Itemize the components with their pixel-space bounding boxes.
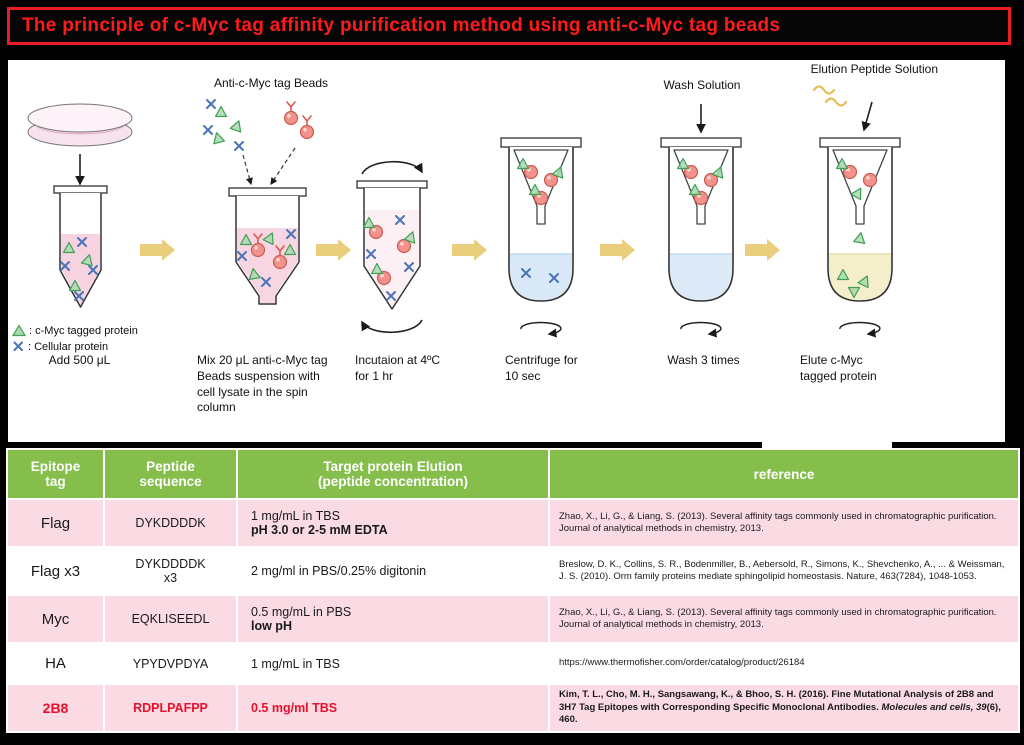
- table-row-flag-x3: Flag x3 DYKDDDDK x3 2 mg/ml in PBS/0.25%…: [6, 546, 1020, 596]
- table-row-myc: Myc EQKLISEEDL 0.5 mg/mL in PBS low pH Z…: [6, 594, 1020, 644]
- elution-tube: [819, 137, 901, 302]
- cell-tag: Flag: [6, 498, 105, 548]
- table-row-flag: Flag DYKDDDDK 1 mg/mL in TBS pH 3.0 or 2…: [6, 498, 1020, 548]
- step-label-add-lysate: Add 500 μL: [48, 353, 111, 367]
- cell-tag: HA: [6, 642, 105, 685]
- cell-elution: 0.5 mg/mL in PBS low pH: [236, 594, 550, 644]
- legend: : c-Myc tagged protein : Cellular protei…: [12, 324, 182, 356]
- cell-tag: Myc: [6, 594, 105, 644]
- legend-tagged-label: : c-Myc tagged protein: [29, 324, 138, 337]
- anti-myc-beads-label: Anti-c-Myc tag Beads: [213, 76, 329, 90]
- cell-peptide: EQKLISEEDL: [103, 594, 238, 644]
- step-arrow-5: [745, 239, 780, 261]
- elution-peptide-label: Elution Peptide Solution: [810, 62, 938, 76]
- column-header-epitope-tag: Epitope tag: [6, 448, 105, 500]
- cell-reference: https://www.thermofisher.com/order/catal…: [548, 642, 1020, 685]
- panel-table-connector: [762, 430, 892, 450]
- table-header-row: Epitope tag Peptide sequence Target prot…: [6, 448, 1020, 500]
- cell-reference: Kim, T. L., Cho, M. H., Sangsawang, K., …: [548, 683, 1020, 733]
- step-label-centrifuge: Centrifuge for 10 sec: [505, 353, 578, 383]
- cell-elution: 1 mg/mL in TBS pH 3.0 or 2-5 mM EDTA: [236, 498, 550, 548]
- workflow-diagram-panel: Anti-c-Myc tag Beads Wash Solution Eluti…: [8, 60, 1005, 442]
- elution-pour-arrow: [861, 101, 873, 132]
- epitope-tag-table: Epitope tag Peptide sequence Target prot…: [6, 448, 1020, 733]
- rotation-arrow-top: [361, 161, 423, 175]
- cell-elution: 0.5 mg/ml TBS: [236, 683, 550, 733]
- column-header-elution: Target protein Elution (peptide concentr…: [236, 448, 550, 500]
- cell-tag: 2B8: [6, 683, 105, 733]
- step-arrow-1: [140, 239, 175, 261]
- epitope-tag-table-wrapper: Epitope tag Peptide sequence Target prot…: [6, 448, 1020, 733]
- elution-squiggles: [812, 85, 848, 107]
- triangle-icon: [12, 324, 26, 337]
- table-row-2b8: 2B8 RDPLPAFPP 0.5 mg/ml TBS Kim, T. L., …: [6, 683, 1020, 733]
- cell-peptide: RDPLPAFPP: [103, 683, 238, 733]
- legend-cellular-label: : Cellular protein: [28, 340, 109, 353]
- cell-peptide: YPYDVPDYA: [103, 642, 238, 685]
- cell-reference: Zhao, X., Li, G., & Liang, S. (2013). Se…: [548, 594, 1020, 644]
- spin-column-tube: [228, 187, 307, 305]
- step-arrow-2: [316, 239, 351, 261]
- step-label-mix-beads: Mix 20 μL anti-c-Myc tag Beads suspensio…: [197, 353, 328, 415]
- incubation-tube: [356, 180, 428, 310]
- column-header-reference: reference: [548, 448, 1020, 500]
- table-row-ha: HA YPYDVPDYA 1 mg/mL in TBS https://www.…: [6, 642, 1020, 685]
- legend-item-tagged-protein: : c-Myc tagged protein: [12, 324, 182, 337]
- step-arrow-3: [452, 239, 487, 261]
- cell-peptide: DYKDDDDK x3: [103, 546, 238, 596]
- cell-peptide: DYKDDDDK: [103, 498, 238, 548]
- spin-arrow-wash: [681, 323, 721, 334]
- cell-elution: 2 mg/ml in PBS/0.25% digitonin: [236, 546, 550, 596]
- page-title: The principle of c-Myc tag affinity puri…: [22, 15, 781, 36]
- legend-item-cellular-protein: : Cellular protein: [12, 340, 182, 353]
- sample-tube: [53, 185, 108, 308]
- workflow-diagram: [27, 85, 901, 442]
- step-label-incubation: Incutaion at 4ºC for 1 hr: [355, 353, 441, 383]
- step-arrow-4: [600, 239, 635, 261]
- cell-reference: Breslow, D. K., Collins, S. R., Bodenmil…: [548, 546, 1020, 596]
- wash-tube: [660, 137, 742, 302]
- cell-tag: Flag x3: [6, 546, 105, 596]
- wash-solution-label: Wash Solution: [663, 78, 741, 92]
- centrifuge-tube: [500, 137, 582, 302]
- spin-arrow-centrifuge: [521, 323, 561, 334]
- column-header-peptide-sequence: Peptide sequence: [103, 448, 238, 500]
- cell-elution: 1 mg/mL in TBS: [236, 642, 550, 685]
- rotation-arrow-bottom: [361, 319, 423, 333]
- title-banner: The principle of c-Myc tag affinity puri…: [7, 7, 1011, 45]
- step-label-elute: Elute c-Myc tagged protein: [800, 353, 877, 383]
- spin-arrow-elution: [840, 323, 880, 334]
- bead-add-arrows: [242, 147, 296, 186]
- anti-myc-beads-cluster: [203, 99, 314, 151]
- petri-dish: [27, 103, 133, 147]
- x-mark-icon: [13, 341, 23, 351]
- step-label-wash: Wash 3 times: [667, 353, 740, 367]
- cell-reference: Zhao, X., Li, G., & Liang, S. (2013). Se…: [548, 498, 1020, 548]
